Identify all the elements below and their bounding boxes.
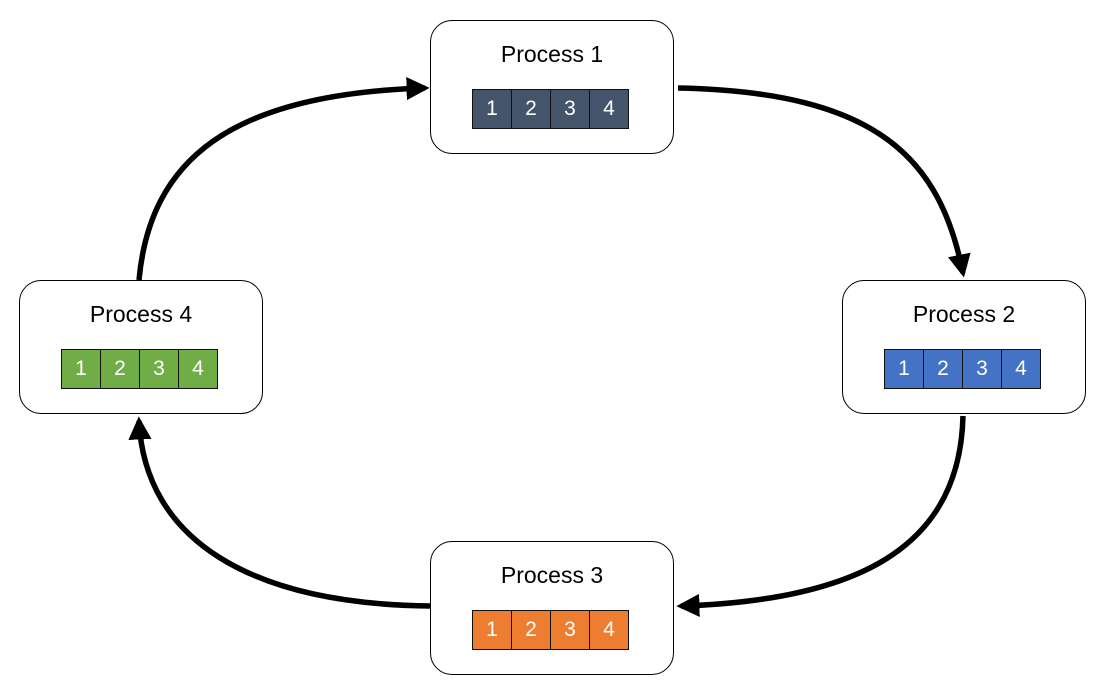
process-3-cell-2: 2: [511, 610, 551, 650]
arrow-p3-to-p4: [128, 416, 431, 609]
process-4-cell-2: 2: [100, 349, 140, 389]
process-2-cell-1: 1: [884, 349, 924, 389]
process-4-cells: 1 2 3 4: [61, 349, 221, 389]
process-3-cell-3: 3: [550, 610, 590, 650]
process-3-cells: 1 2 3 4: [472, 610, 632, 650]
arrow-p2-to-p3: [676, 415, 966, 617]
process-4-cell-1: 1: [61, 349, 101, 389]
process-3-cell-4: 4: [589, 610, 629, 650]
process-4-cell-3: 3: [139, 349, 179, 389]
process-2-cell-3: 3: [962, 349, 1002, 389]
process-3-node: Process 3 1 2 3 4: [430, 541, 674, 675]
arrow-p1-to-p2: [677, 85, 971, 278]
process-1-cells: 1 2 3 4: [472, 89, 632, 129]
process-2-node: Process 2 1 2 3 4: [842, 280, 1086, 414]
process-4-title: Process 4: [89, 301, 193, 327]
process-4-cell-4: 4: [178, 349, 218, 389]
process-4-node: Process 4 1 2 3 4: [19, 280, 263, 414]
process-1-title: Process 1: [500, 41, 604, 67]
process-2-title: Process 2: [912, 301, 1016, 327]
process-2-cell-4: 4: [1001, 349, 1041, 389]
process-1-cell-4: 4: [589, 89, 629, 129]
process-1-cell-2: 2: [511, 89, 551, 129]
process-1-cell-1: 1: [472, 89, 512, 129]
process-2-cell-2: 2: [923, 349, 963, 389]
process-2-cells: 1 2 3 4: [884, 349, 1044, 389]
arrow-p4-to-p1: [136, 77, 430, 281]
process-3-title: Process 3: [500, 562, 604, 588]
process-3-cell-1: 1: [472, 610, 512, 650]
process-1-node: Process 1 1 2 3 4: [430, 20, 674, 154]
process-1-cell-3: 3: [550, 89, 590, 129]
